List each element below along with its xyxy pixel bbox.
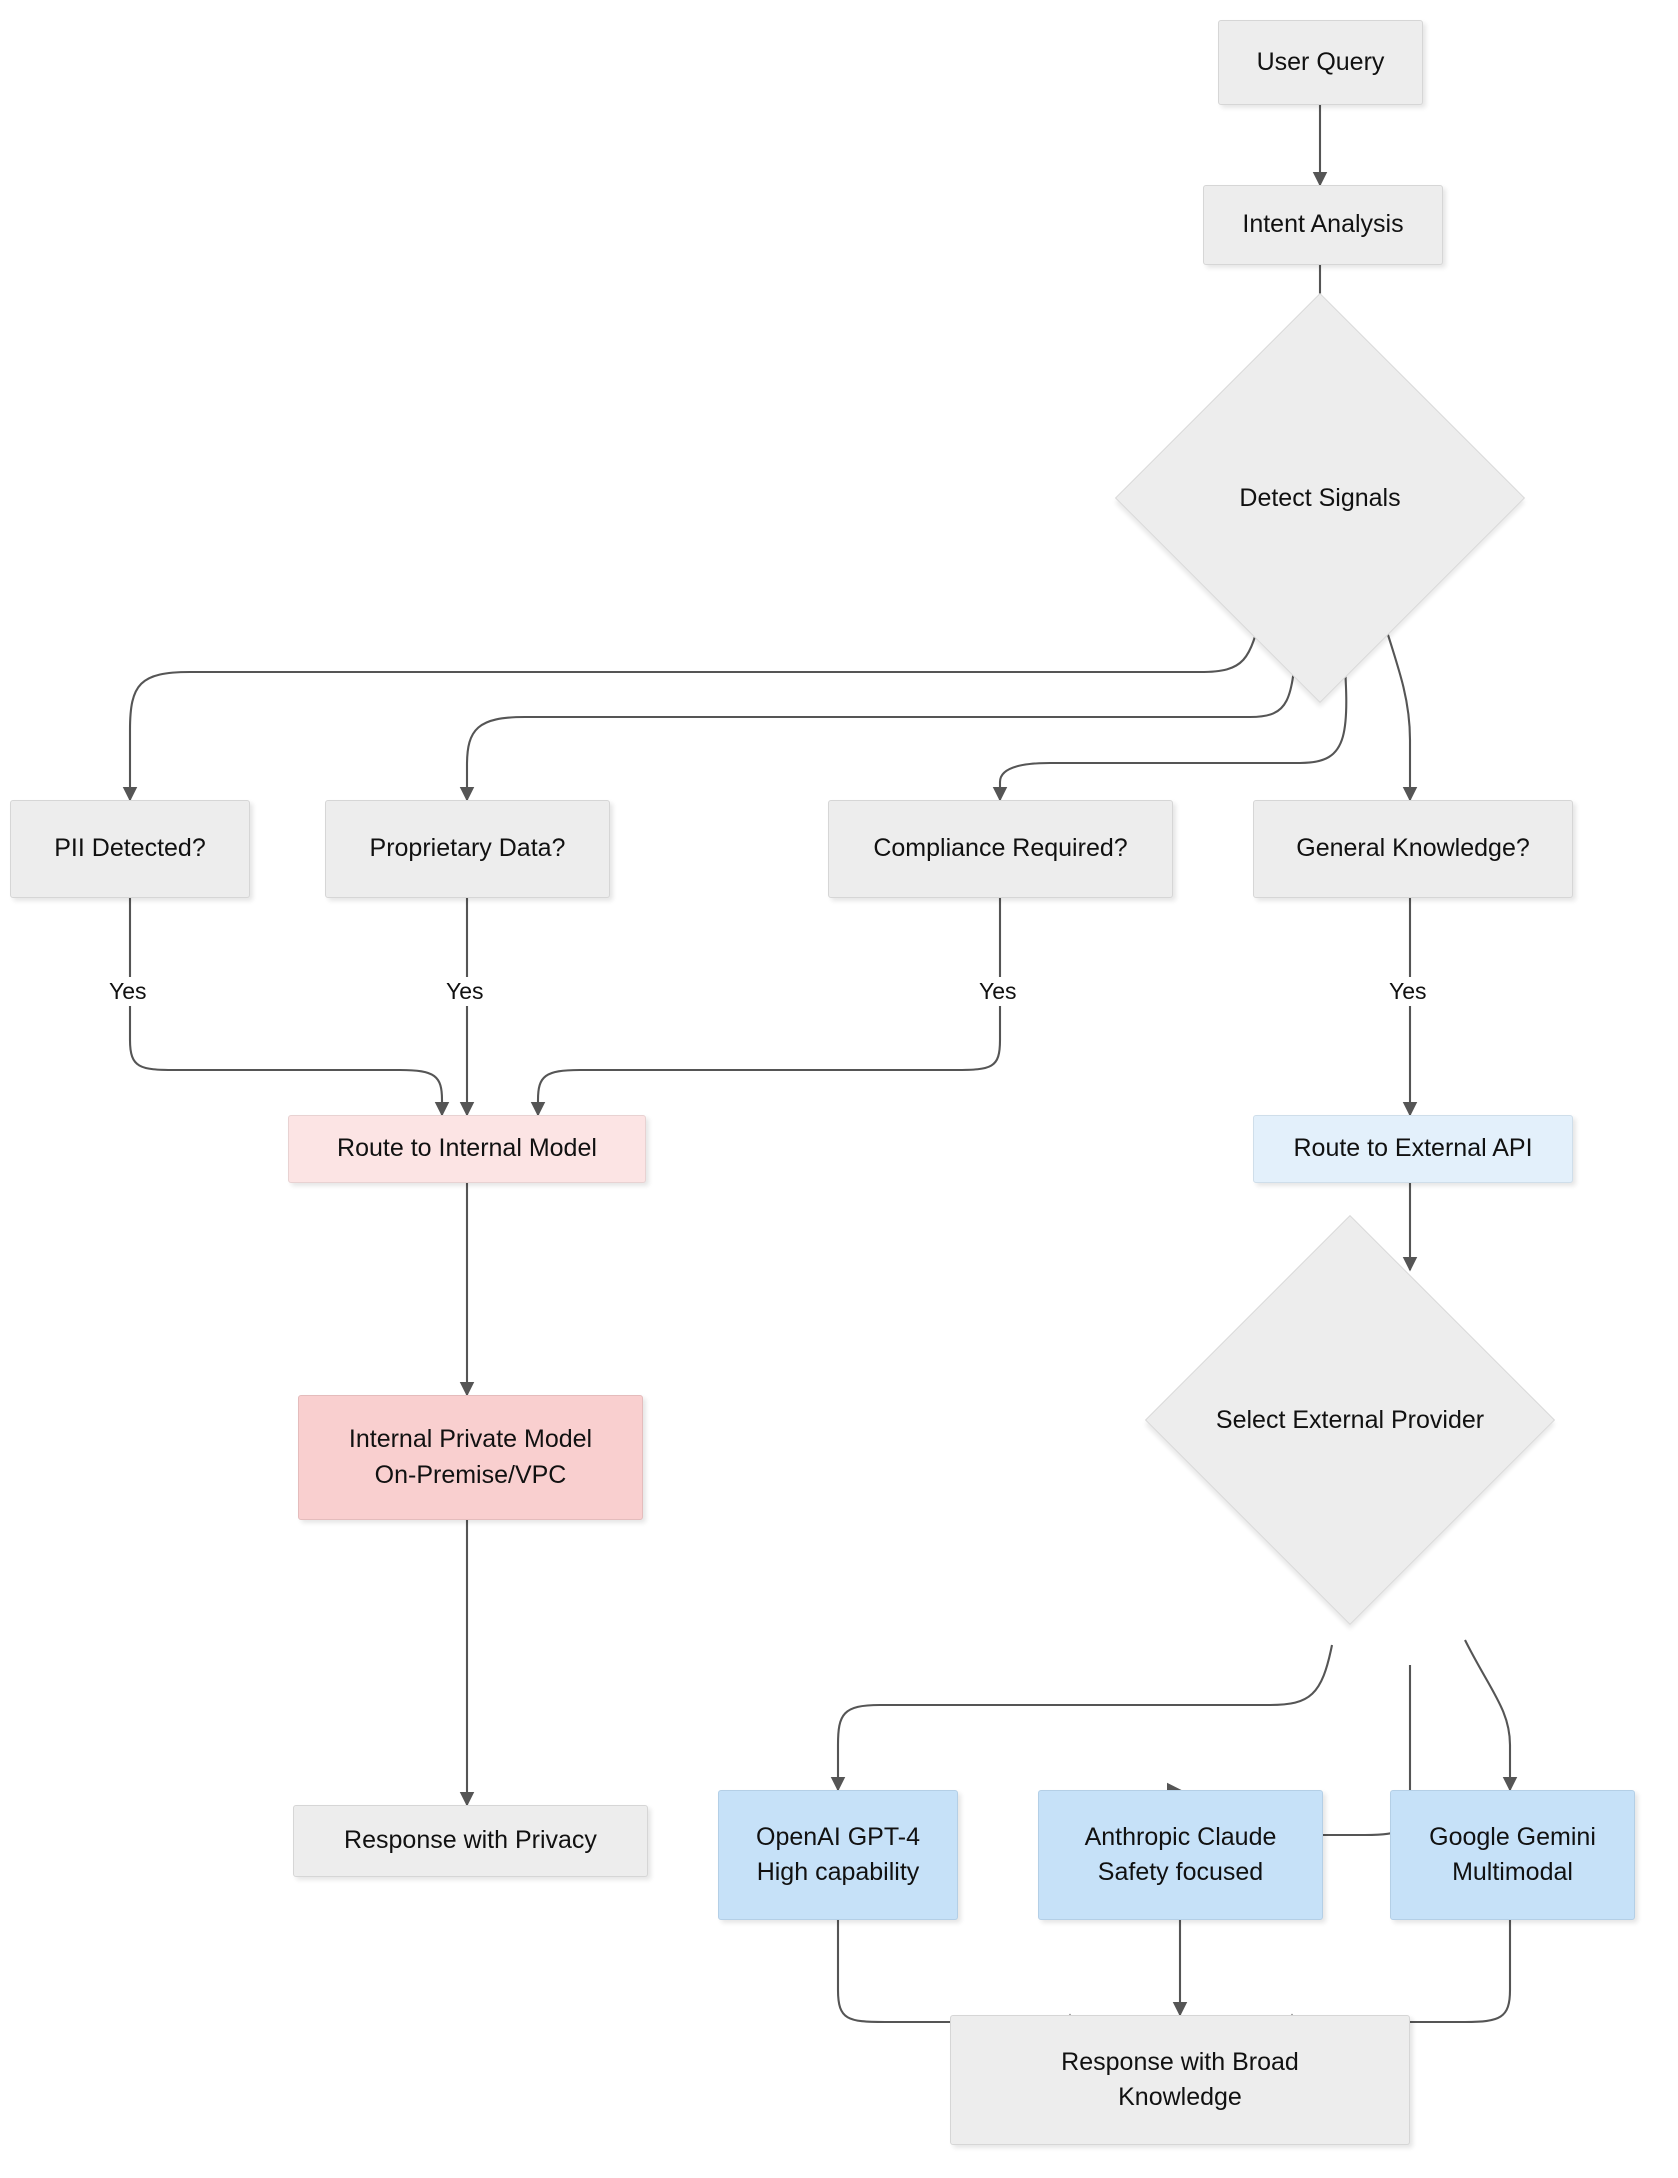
- node-compliance-required[interactable]: Compliance Required?: [828, 800, 1173, 898]
- edge-detect-pii: [122, 609, 1264, 802]
- node-user-query-label: User Query: [1256, 47, 1385, 76]
- node-response-privacy-label: Response with Privacy: [344, 1826, 597, 1855]
- node-user-query[interactable]: User Query: [1218, 20, 1423, 105]
- edge-compliance-route-internal: [530, 898, 1002, 1117]
- edge-label-proprietary-yes: Yes: [440, 977, 490, 1006]
- edge-label-general-yes: Yes: [1383, 977, 1433, 1006]
- node-detect-signals-label: Detect Signals: [1239, 483, 1401, 512]
- node-route-internal[interactable]: Route to Internal Model: [288, 1115, 646, 1183]
- edge-detect-proprietary: [459, 635, 1299, 802]
- node-google-label: Google Gemini Multimodal: [1429, 1822, 1596, 1887]
- node-proprietary-data-label: Proprietary Data?: [369, 834, 566, 863]
- node-select-provider[interactable]: Select External Provider: [1144, 1214, 1556, 1626]
- node-proprietary-data[interactable]: Proprietary Data?: [325, 800, 610, 898]
- node-intent-analysis-label: Intent Analysis: [1242, 210, 1404, 239]
- edge-label-compliance-yes: Yes: [973, 977, 1023, 1006]
- node-route-external[interactable]: Route to External API: [1253, 1115, 1573, 1183]
- node-internal-private-model[interactable]: Internal Private Model On-Premise/VPC: [298, 1395, 643, 1520]
- node-response-privacy[interactable]: Response with Privacy: [293, 1805, 648, 1877]
- edge-pii-route-internal: [128, 898, 450, 1117]
- node-route-external-label: Route to External API: [1293, 1134, 1533, 1163]
- node-openai[interactable]: OpenAI GPT-4 High capability: [718, 1790, 958, 1920]
- node-select-provider-label: Select External Provider: [1215, 1405, 1485, 1434]
- edge-select-openai: [830, 1644, 1334, 1792]
- node-general-knowledge[interactable]: General Knowledge?: [1253, 800, 1573, 898]
- edge-select-google: [1464, 1639, 1518, 1792]
- node-google[interactable]: Google Gemini Multimodal: [1390, 1790, 1635, 1920]
- node-internal-private-model-label: Internal Private Model On-Premise/VPC: [348, 1425, 593, 1489]
- edge-label-pii-yes: Yes: [103, 977, 153, 1006]
- node-general-knowledge-label: General Knowledge?: [1296, 834, 1530, 863]
- node-anthropic[interactable]: Anthropic Claude Safety focused: [1038, 1790, 1323, 1920]
- node-pii-detected-label: PII Detected?: [54, 834, 206, 863]
- node-response-broad[interactable]: Response with Broad Knowledge: [950, 2015, 1410, 2145]
- node-intent-analysis[interactable]: Intent Analysis: [1203, 185, 1443, 265]
- node-anthropic-label: Anthropic Claude Safety focused: [1084, 1822, 1277, 1887]
- node-compliance-required-label: Compliance Required?: [873, 834, 1128, 863]
- node-route-internal-label: Route to Internal Model: [337, 1134, 597, 1163]
- node-openai-label: OpenAI GPT-4 High capability: [756, 1822, 920, 1887]
- node-detect-signals[interactable]: Detect Signals: [1114, 292, 1526, 704]
- node-response-broad-label: Response with Broad Knowledge: [1061, 2047, 1299, 2112]
- node-pii-detected[interactable]: PII Detected?: [10, 800, 250, 898]
